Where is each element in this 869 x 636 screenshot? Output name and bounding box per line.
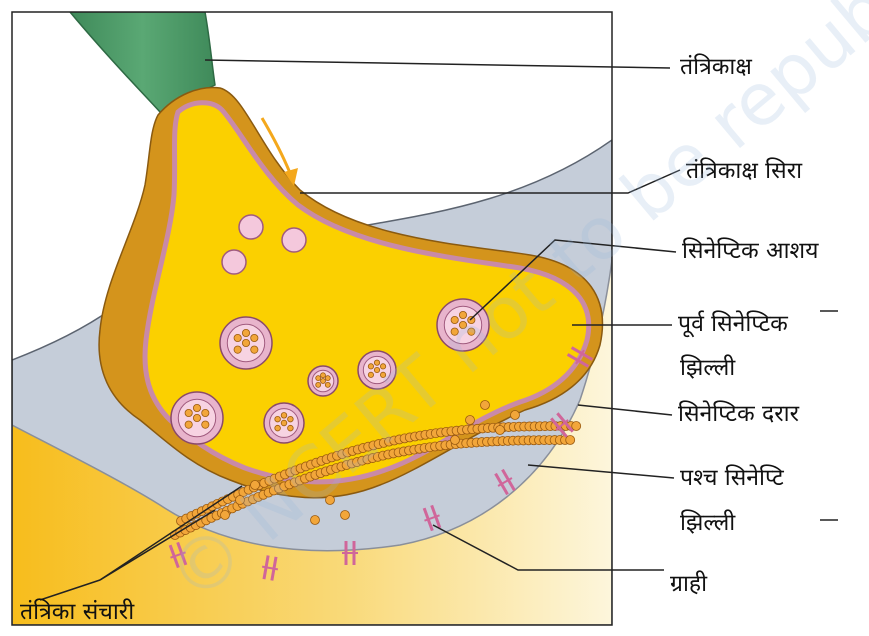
neurotransmitter-molecule: [496, 426, 505, 435]
neurotransmitter-vesicle: [308, 366, 338, 396]
label-axon: तंत्रिकाक्ष: [680, 56, 752, 79]
neurotransmitter-molecule: [326, 496, 335, 505]
label-synaptic-vesicle: सिनेप्टिक आशय: [682, 240, 818, 263]
neurotransmitter-vesicle: [437, 299, 489, 351]
neurotransmitter-molecule: [572, 422, 581, 431]
label-postsynaptic-membrane-line1: पश्च सिनेप्टि: [680, 467, 784, 490]
label-axon-terminal: तंत्रिकाक्ष सिरा: [686, 160, 802, 183]
label-presynaptic-membrane-line2: झिल्ली: [680, 357, 735, 380]
label-postsynaptic-membrane-line2: झिल्ली: [680, 512, 735, 535]
neurotransmitter-molecule: [341, 511, 350, 520]
neurotransmitter-molecule: [251, 481, 260, 490]
neurotransmitter-vesicle: [171, 392, 223, 444]
neurotransmitter-molecule: [466, 416, 475, 425]
neurotransmitter-vesicle: [358, 351, 396, 389]
label-presynaptic-membrane-line1: पूर्व सिनेप्टिक: [678, 313, 788, 336]
neurotransmitter-molecule: [511, 411, 520, 420]
synaptic-vesicle: [239, 215, 263, 239]
label-synaptic-cleft: सिनेप्टिक दरार: [678, 403, 799, 426]
neurotransmitter-molecule: [566, 436, 575, 445]
neurotransmitter-vesicle: [220, 317, 272, 369]
label-neurotransmitter: तंत्रिका संचारी: [20, 601, 134, 624]
neurotransmitter-molecule: [311, 516, 320, 525]
neurotransmitter-molecule: [236, 496, 245, 505]
neurotransmitter-molecule: [451, 436, 460, 445]
neurotransmitter-molecule: [221, 511, 230, 520]
synaptic-vesicle: [282, 228, 306, 252]
neurotransmitter-vesicle: [264, 403, 304, 443]
synaptic-vesicle: [222, 250, 246, 274]
neurotransmitter-molecule: [481, 401, 490, 410]
label-receptor: ग्राही: [670, 573, 707, 596]
